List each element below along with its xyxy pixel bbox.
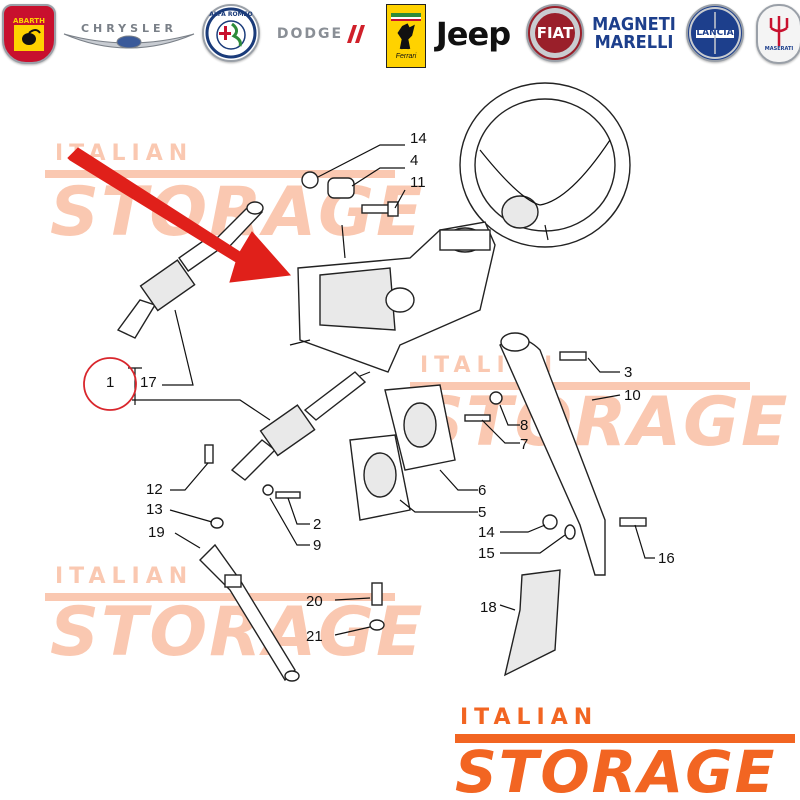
callout-7: 7 <box>520 436 528 453</box>
lancia-badge-icon <box>689 7 741 59</box>
watermark-lower: ITALIAN STORAGE <box>45 564 424 672</box>
lancia-logo-label: LANCIA <box>696 28 734 38</box>
steering-column-housing <box>289 221 496 381</box>
stay-bar-19 <box>199 543 300 682</box>
fiat-badge-icon <box>530 8 580 58</box>
callout-16: 16 <box>658 550 675 567</box>
ferrari-prancing-horse-icon <box>391 12 421 49</box>
watermark-bottom-line1: ITALIAN <box>460 705 598 730</box>
upper-hardware <box>301 171 399 217</box>
steering-wheel <box>459 82 631 248</box>
support-bracket-10 <box>499 332 606 576</box>
fiat-logo-label: FIAT <box>536 24 574 42</box>
callout-14-top: 14 <box>410 130 427 147</box>
lower-mounting-plates <box>349 384 456 521</box>
callout-17: 17 <box>140 374 157 391</box>
magneti-marelli-logo: MAGNETI MARELLI <box>588 4 680 64</box>
callout-3: 3 <box>624 364 632 381</box>
small-fasteners <box>204 351 647 631</box>
abarth-logo: ABARTH <box>2 4 56 64</box>
callout-15: 15 <box>478 545 495 562</box>
watermark-middle: ITALIAN STORAGE <box>410 353 789 462</box>
callout-11: 11 <box>410 174 426 191</box>
abarth-logo-label: ABARTH <box>13 17 45 25</box>
callout-18: 18 <box>480 599 497 616</box>
lower-intermediate-shaft <box>230 371 367 481</box>
watermark-bottom-stripe <box>455 734 795 743</box>
dodge-stripes-icon <box>347 25 366 43</box>
brand-logo-bar: ABARTH CHRYSLER ALFA ROMEO DODGE Ferrari… <box>0 0 800 72</box>
ferrari-logo-label: Ferrari <box>395 52 417 60</box>
dodge-logo-label: DODGE <box>276 26 344 42</box>
maserati-logo-label: MASERATI <box>764 46 794 52</box>
watermark-top-stripe <box>45 170 395 178</box>
callout-21: 21 <box>306 628 323 645</box>
callout-6: 6 <box>478 482 486 499</box>
callout-4: 4 <box>410 152 418 169</box>
highlight-arrow <box>67 147 292 283</box>
magneti-marelli-logo-label: MAGNETI MARELLI <box>592 14 676 53</box>
alfa-romeo-logo-label: ALFA ROMEO <box>209 11 253 18</box>
jeep-logo-label: Jeep <box>435 15 511 53</box>
callout-5: 5 <box>478 504 486 521</box>
watermark-lower-stripe <box>45 593 395 601</box>
alfa-romeo-badge-icon <box>205 7 257 59</box>
highlight-circle <box>83 357 137 411</box>
watermark-bottom: ITALIAN STORAGE <box>455 705 795 800</box>
chrysler-logo: CHRYSLER <box>62 4 196 64</box>
maserati-trident-icon <box>769 16 789 46</box>
callout-2: 2 <box>313 516 321 533</box>
callout-19: 19 <box>148 524 165 541</box>
ferrari-logo: Ferrari <box>386 4 426 68</box>
jeep-logo: Jeep <box>430 4 516 64</box>
dodge-logo: DODGE <box>268 4 374 64</box>
fiat-logo: FIAT <box>526 4 584 62</box>
callout-10: 10 <box>624 387 641 404</box>
alfa-romeo-logo: ALFA ROMEO <box>202 4 260 62</box>
lancia-logo: LANCIA <box>686 4 744 62</box>
bracket-18 <box>503 569 561 677</box>
callout-labels: 14 4 11 1 17 3 10 8 7 6 5 12 13 2 9 14 1… <box>106 130 675 645</box>
callout-20: 20 <box>306 593 323 610</box>
abarth-scorpion-shield-icon <box>14 25 44 51</box>
callout-13: 13 <box>146 501 163 518</box>
watermark-lower-line2: STORAGE <box>50 593 424 672</box>
watermark-bottom-line2: STORAGE <box>455 738 776 800</box>
watermark-middle-line2: STORAGE <box>415 383 789 462</box>
chrysler-logo-label: CHRYSLER <box>80 22 178 35</box>
callout-14-lower: 14 <box>478 524 495 541</box>
maserati-logo: MASERATI <box>756 4 800 64</box>
callout-12: 12 <box>146 481 163 498</box>
watermark-lower-line1: ITALIAN <box>55 564 193 589</box>
chrysler-wings-icon <box>63 33 195 49</box>
watermark-middle-stripe <box>410 382 750 390</box>
callout-9: 9 <box>313 537 321 554</box>
callout-8: 8 <box>520 417 528 434</box>
callout-1: 1 <box>106 374 114 391</box>
